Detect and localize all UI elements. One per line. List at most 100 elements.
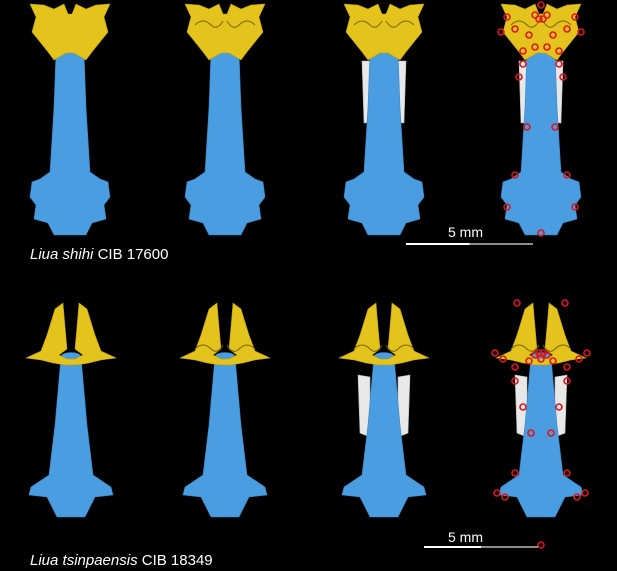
landmark-set (491, 299, 591, 549)
catalog-number-1: CIB 17600 (97, 246, 169, 263)
landmark-point (527, 429, 535, 437)
landmark-point (563, 377, 571, 385)
landmark-point (519, 403, 527, 411)
suture-texture-right (542, 20, 572, 28)
landmark-point (559, 73, 567, 81)
scale-bar-dark-segment (481, 546, 538, 548)
landmark-point (555, 403, 563, 411)
landmark-point (583, 349, 591, 357)
landmark-point (497, 28, 505, 36)
landmark-point (563, 25, 571, 33)
landmark-point (537, 1, 545, 9)
suture-texture-left (194, 344, 224, 352)
frontoparietal-pair (500, 3, 582, 61)
landmark-point (503, 13, 511, 21)
landmark-point (501, 493, 509, 501)
specimen-row-1 (29, 1, 585, 245)
skull-view-1-2 (184, 3, 266, 236)
scale-bar-light-segment (406, 243, 470, 245)
skull-view-2-1 (24, 302, 118, 518)
frontoparietal-pair (178, 302, 272, 366)
frontoparietal-pair (184, 3, 266, 61)
landmark-point (511, 171, 519, 179)
skull-view-1-3 (343, 3, 425, 236)
landmark-point (531, 43, 539, 51)
landmark-point (563, 171, 571, 179)
landmark-point (561, 299, 569, 307)
landmark-point (549, 357, 557, 365)
landmark-point (549, 31, 557, 39)
taxon-name-2: Liua tsinpaensis (30, 552, 138, 569)
landmark-point (493, 489, 501, 497)
frontoparietal-pair (29, 3, 111, 61)
landmark-point (511, 377, 519, 385)
specimen-label-2: Liua tsinpaensis CIB 18349 (30, 552, 213, 569)
landmark-point (555, 60, 563, 68)
frontoparietal-pair (494, 302, 588, 366)
landmark-point (503, 203, 511, 211)
landmark-point (571, 13, 579, 21)
landmark-point (543, 11, 551, 19)
skull-view-1-1 (29, 3, 111, 236)
suture-texture-right (385, 20, 415, 28)
frontoparietal-pair (24, 302, 118, 366)
landmark-point (511, 363, 519, 371)
landmark-point (531, 11, 539, 19)
landmark-point (543, 43, 551, 51)
landmark-point (515, 73, 523, 81)
suture-texture-right (226, 344, 256, 352)
landmark-point (525, 31, 533, 39)
landmark-set (497, 1, 585, 237)
frontoparietal-pair (343, 3, 425, 61)
landmark-point (537, 229, 545, 237)
suture-texture-left (353, 344, 383, 352)
landmark-point (539, 15, 547, 23)
specimen-row-2 (24, 299, 591, 549)
scale-bar-label-1: 5 mm (448, 224, 483, 240)
landmark-point (581, 489, 589, 497)
suture-texture-right (542, 344, 572, 352)
landmark-point (519, 47, 527, 55)
landmark-point (551, 123, 559, 131)
taxon-name-1: Liua shihi (30, 246, 94, 263)
landmark-point (513, 299, 521, 307)
skull-view-2-2 (178, 302, 272, 518)
scale-bar-dark-segment (469, 243, 533, 245)
suture-texture-left (510, 20, 540, 28)
landmark-point (511, 469, 519, 477)
landmark-point (577, 28, 585, 36)
landmark-point (575, 355, 583, 363)
suture-texture-left (510, 344, 540, 352)
landmark-point (547, 429, 555, 437)
landmark-point (555, 47, 563, 55)
landmark-point (563, 363, 571, 371)
landmark-point (531, 351, 539, 359)
skull-view-2-3 (337, 302, 431, 518)
landmark-point (535, 15, 543, 23)
landmark-point (543, 351, 551, 359)
catalog-number-2: CIB 18349 (141, 552, 213, 569)
landmark-point (537, 541, 545, 549)
landmark-point (571, 203, 579, 211)
scale-bar-light-segment (424, 546, 481, 548)
skull-view-2-4 (491, 299, 591, 549)
landmark-point (519, 60, 527, 68)
landmark-point (525, 357, 533, 365)
suture-texture-left (194, 20, 224, 28)
landmark-point (523, 123, 531, 131)
suture-texture-right (385, 344, 415, 352)
parasphenoid (341, 352, 427, 518)
landmark-point (491, 349, 499, 357)
landmark-point (511, 25, 519, 33)
specimen-label-1: Liua shihi CIB 17600 (30, 246, 168, 263)
skull-view-1-4 (497, 1, 585, 237)
suture-texture-left (353, 20, 383, 28)
landmark-point (563, 469, 571, 477)
landmark-point (499, 355, 507, 363)
parasphenoid (28, 352, 114, 518)
scale-bar-label-2: 5 mm (448, 529, 483, 545)
landmark-point (537, 355, 545, 363)
landmark-point (573, 493, 581, 501)
suture-texture-right (226, 20, 256, 28)
